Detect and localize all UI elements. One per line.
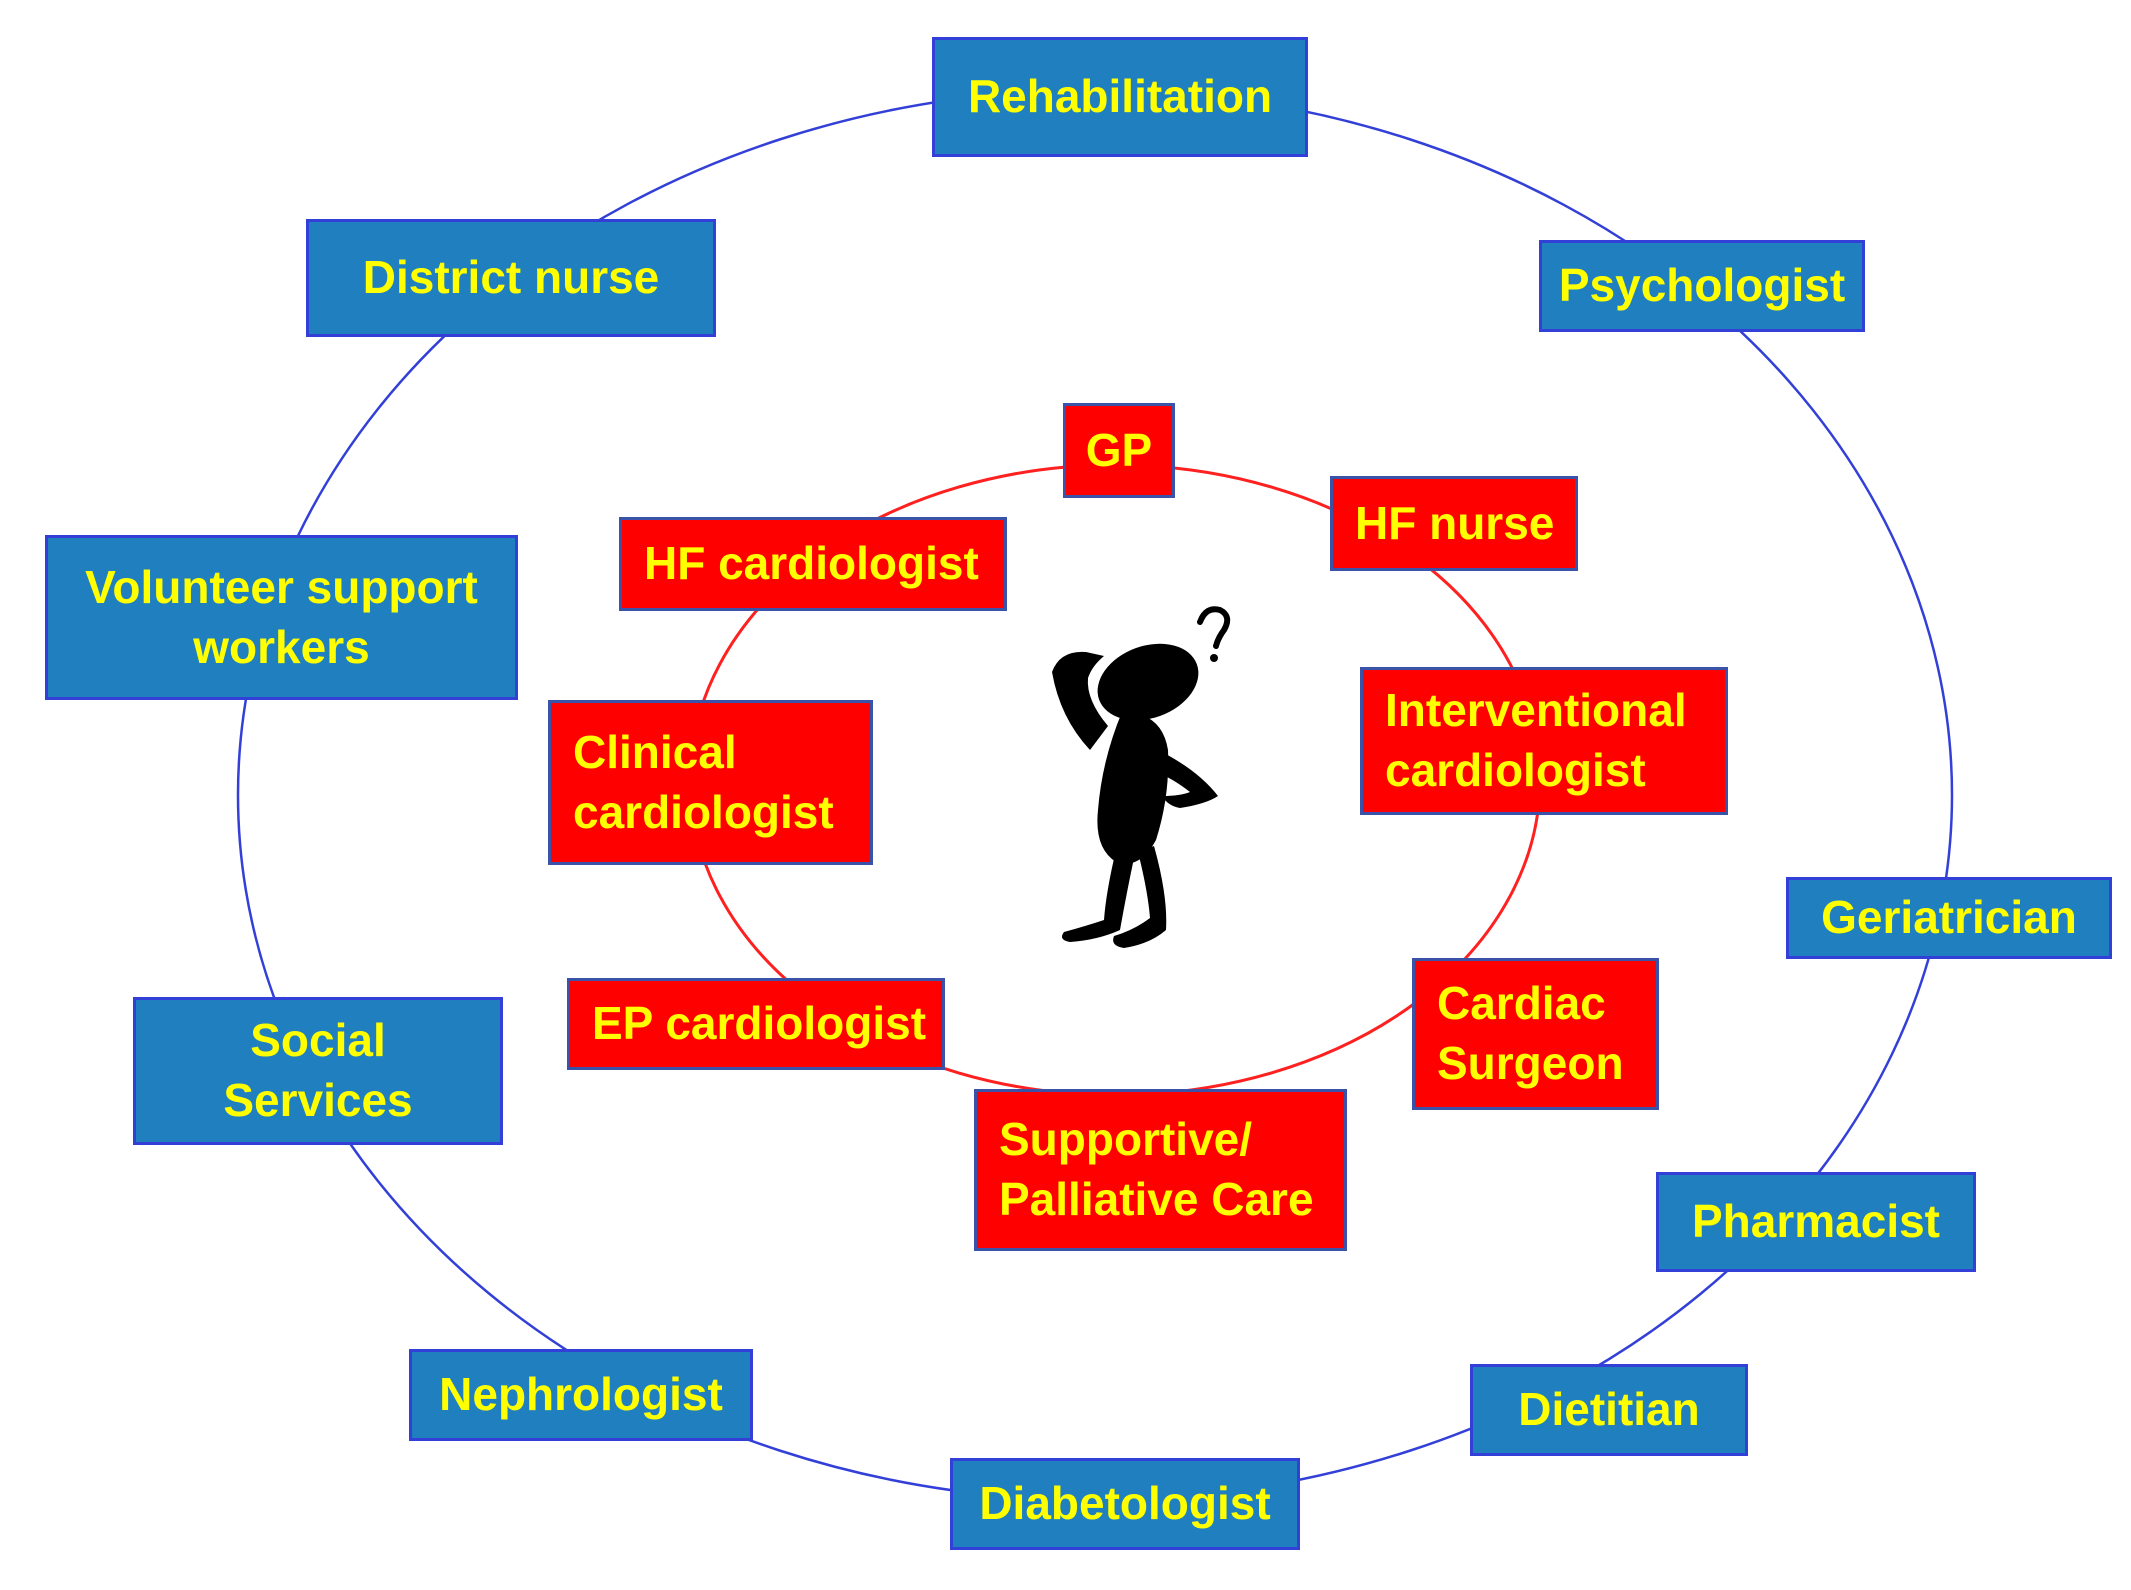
- node-label-line: Diabetologist: [979, 1477, 1271, 1530]
- node-label-line: HF cardiologist: [644, 537, 979, 590]
- node-label-line: cardiologist: [573, 785, 834, 838]
- question-mark-icon: [1197, 606, 1231, 649]
- node-label-line: Interventional: [1385, 684, 1687, 737]
- node-label-line: Cardiac: [1437, 977, 1606, 1030]
- outer-node-dietitian: Dietitian: [1470, 1364, 1748, 1456]
- outer-node-diabetologist: Diabetologist: [950, 1458, 1300, 1550]
- inner-node-cardiac-surgeon: Cardiac Surgeon: [1412, 958, 1659, 1110]
- node-label-line: workers: [193, 620, 370, 673]
- node-label-line: Dietitian: [1518, 1383, 1700, 1436]
- node-label-line: Volunteer support: [85, 560, 478, 613]
- inner-node-interventional-cardiologist: Interventional cardiologist: [1360, 667, 1728, 815]
- outer-node-pharmacist: Pharmacist: [1656, 1172, 1976, 1272]
- inner-node-ep-cardiologist: EP cardiologist: [567, 978, 945, 1070]
- inner-node-gp: GP: [1063, 403, 1175, 498]
- node-label-line: cardiologist: [1385, 744, 1646, 796]
- node-label-line: Supportive/: [999, 1113, 1253, 1166]
- node-label-line: Psychologist: [1558, 259, 1846, 312]
- outer-node-geriatrician: Geriatrician: [1786, 877, 2112, 959]
- outer-node-rehabilitation: Rehabilitation: [932, 37, 1308, 157]
- node-label-line: Clinical: [573, 725, 737, 778]
- node-label-line: Palliative Care: [999, 1173, 1314, 1225]
- inner-node-clinical-cardiologist: Clinical cardiologist: [548, 700, 873, 865]
- outer-node-nephrologist: Nephrologist: [409, 1349, 753, 1441]
- node-label-line: Surgeon: [1437, 1037, 1624, 1089]
- outer-node-district-nurse: District nurse: [306, 219, 716, 337]
- outer-node-volunteer-support-workers: Volunteer support workers: [45, 535, 518, 700]
- node-label-line: Nephrologist: [439, 1368, 723, 1421]
- node-label-line: Pharmacist: [1691, 1195, 1940, 1248]
- node-label-line: Geriatrician: [1821, 891, 2077, 944]
- node-label-line: EP cardiologist: [592, 997, 927, 1050]
- node-label-line: HF nurse: [1355, 496, 1555, 549]
- node-label-line: GP: [1085, 423, 1153, 476]
- inner-node-supportive-palliative-care: Supportive/ Palliative Care: [974, 1089, 1347, 1251]
- question-dot: [1210, 654, 1218, 662]
- inner-node-hf-cardiologist: HF cardiologist: [619, 517, 1007, 611]
- node-label-line: Social: [250, 1014, 386, 1067]
- node-label-line: Services: [223, 1074, 413, 1126]
- outer-node-psychologist: Psychologist: [1539, 240, 1865, 332]
- thinking-person-icon: [1052, 606, 1231, 948]
- node-label-line: District nurse: [362, 251, 660, 304]
- outer-node-social-services: Social Services: [133, 997, 503, 1145]
- inner-node-hf-nurse: HF nurse: [1330, 476, 1578, 571]
- node-label-line: Rehabilitation: [967, 70, 1273, 123]
